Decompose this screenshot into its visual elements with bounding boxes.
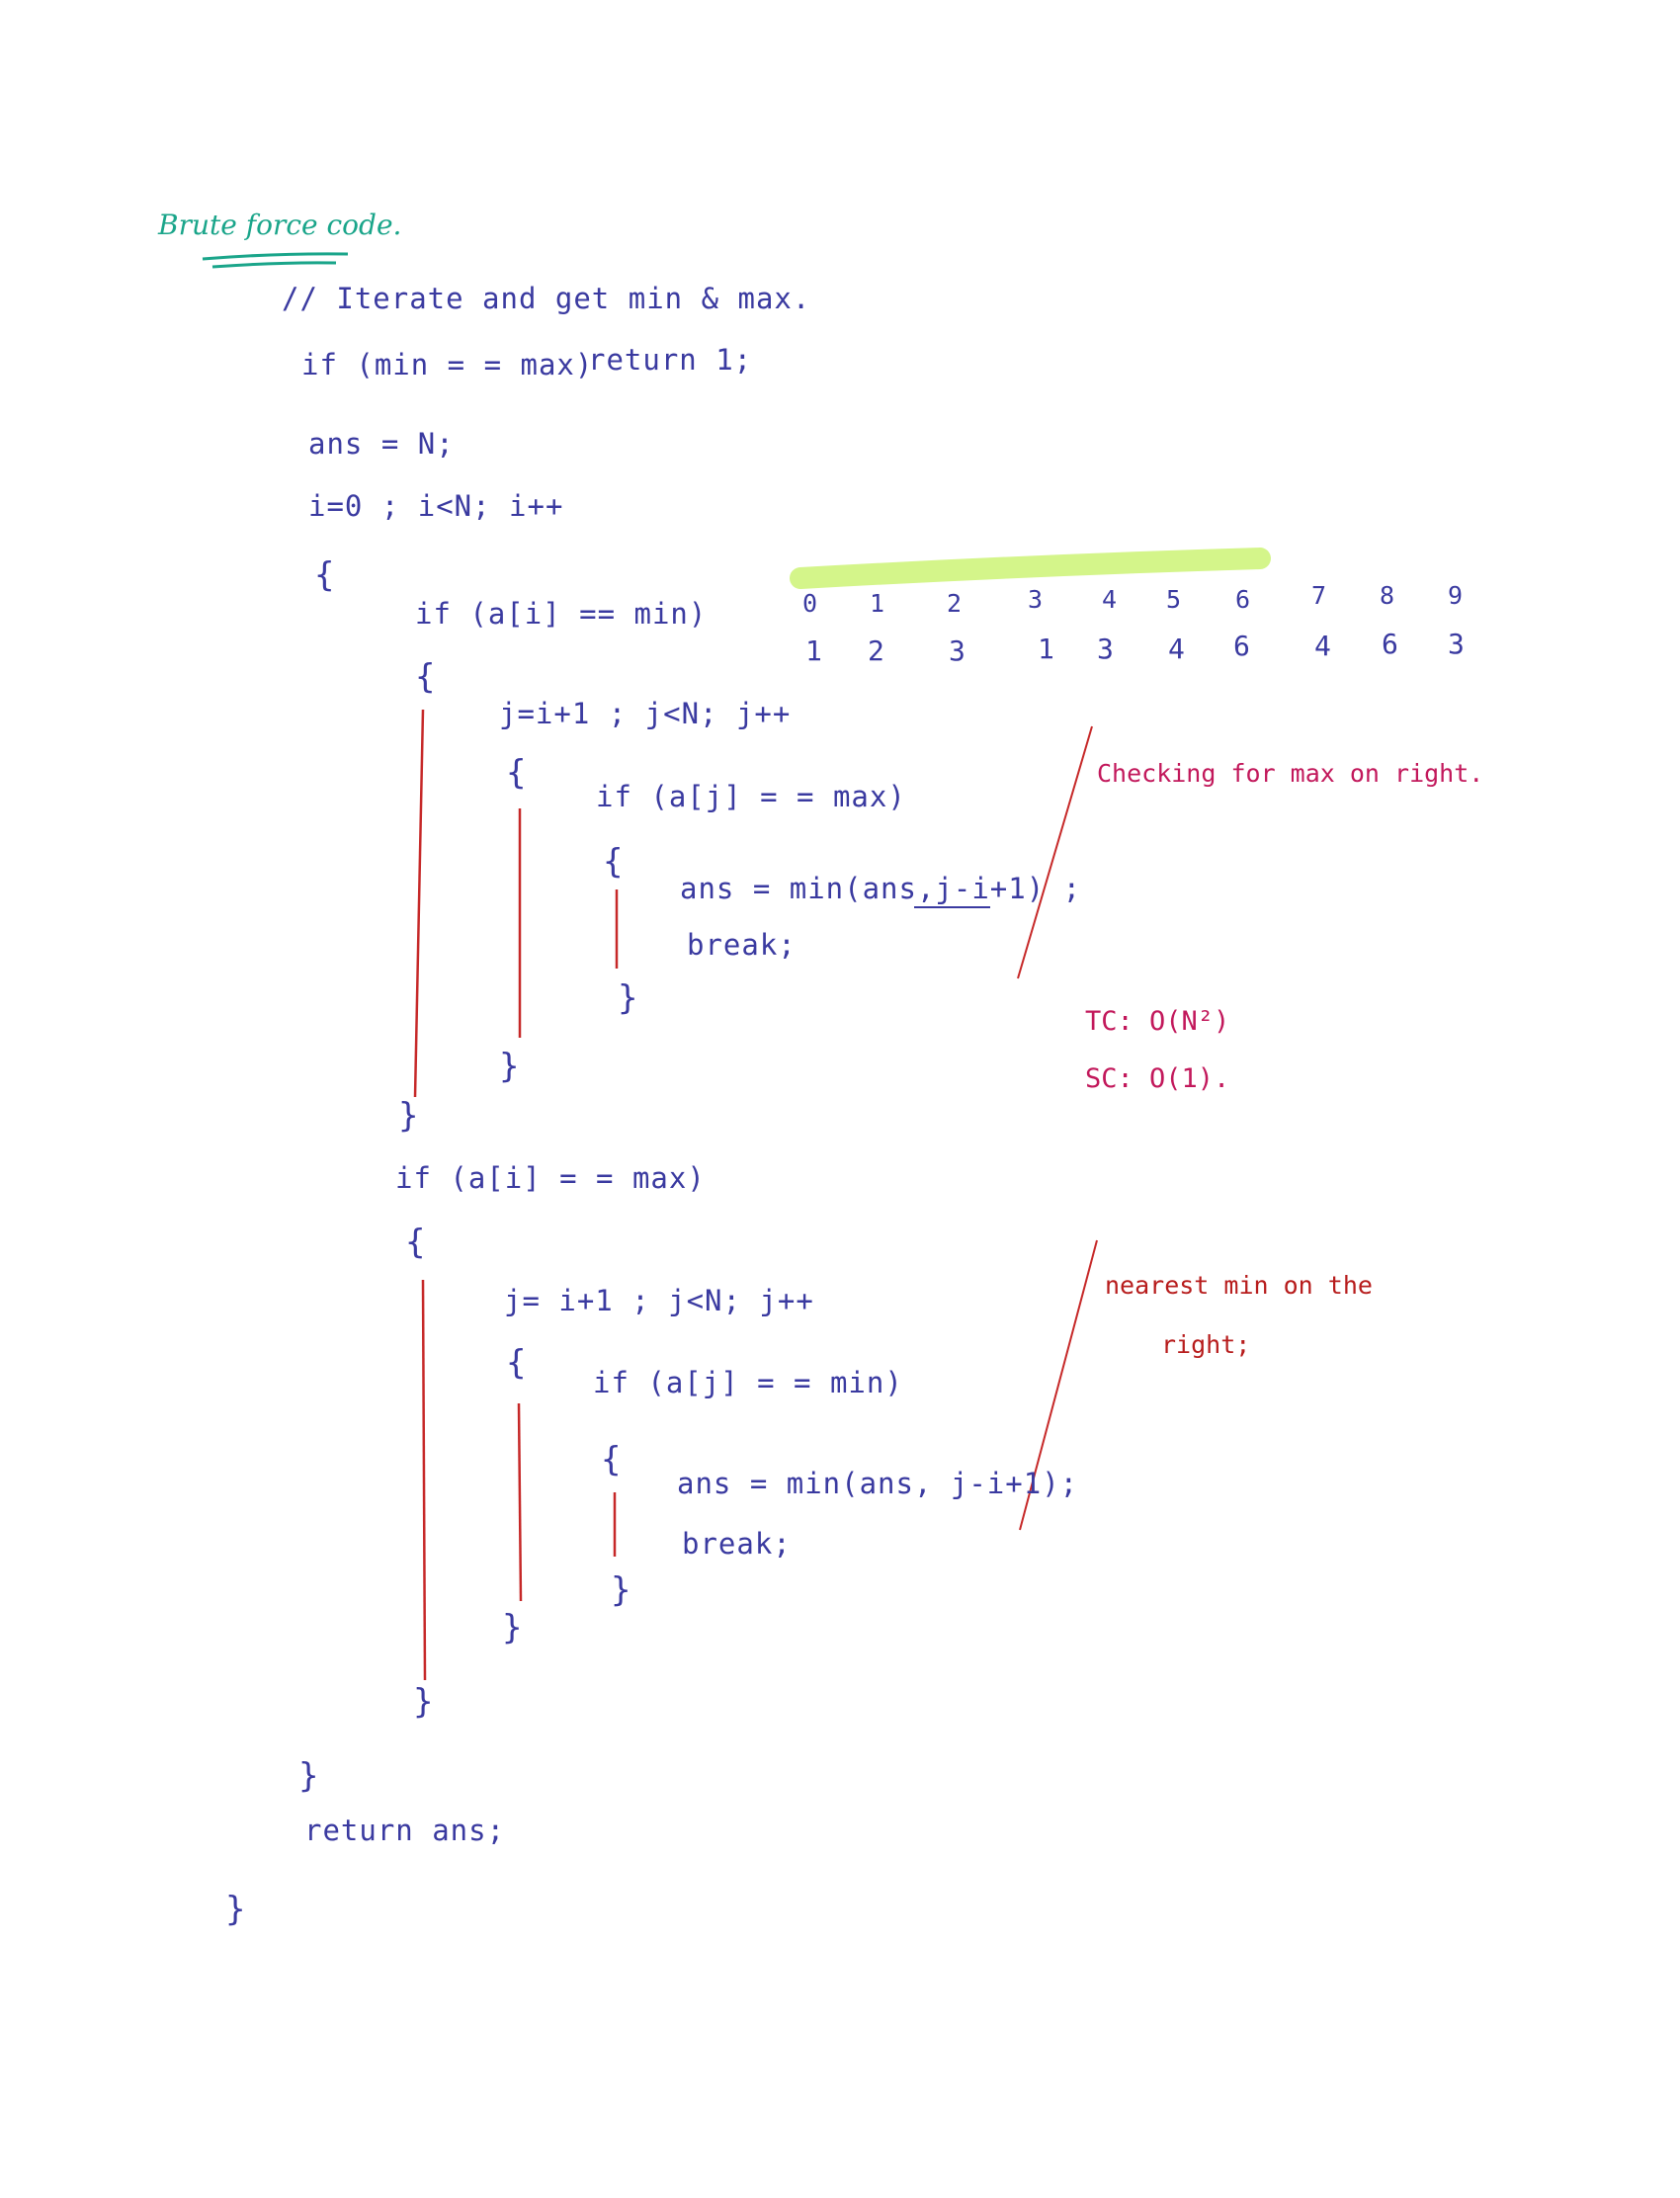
- array-value: 6: [1233, 630, 1250, 662]
- array-index: 8: [1380, 581, 1395, 610]
- heading-underline: [202, 252, 349, 269]
- array-value: 3: [1448, 628, 1465, 660]
- array-index: 2: [947, 589, 963, 618]
- array-value: 2: [868, 634, 884, 667]
- array-highlight: [790, 548, 1271, 589]
- block-line-outer-1: [413, 709, 425, 1098]
- note-min-on-right-line1: nearest min on the: [1105, 1271, 1373, 1300]
- code-open-if-1: {: [603, 842, 624, 882]
- array-index: 0: [802, 589, 818, 618]
- note-space-complexity: SC: O(1).: [1085, 1063, 1230, 1094]
- code-if-min-equals-max: if (min = = max): [301, 348, 594, 381]
- code-break-2: break;: [682, 1527, 792, 1561]
- array-index: 5: [1166, 585, 1182, 614]
- array-index: 4: [1102, 585, 1118, 614]
- code-ans-update-1: ans = min(ans,j-i+1) ;: [680, 872, 1082, 905]
- code-ans-update-2: ans = min(ans, j-i+1);: [677, 1467, 1079, 1500]
- note-min-on-right-line2: right;: [1161, 1330, 1251, 1359]
- code-break-1: break;: [687, 928, 797, 962]
- code-return-ans: return ans;: [304, 1814, 506, 1847]
- code-ans-init: ans = N;: [308, 427, 455, 461]
- code-if-ai-max: if (a[i] = = max): [395, 1161, 706, 1195]
- code-inner-loop-2: j= i+1 ; j<N; j++: [504, 1284, 814, 1317]
- note-max-on-right: Checking for max on right.: [1097, 759, 1484, 788]
- code-if-ai-min: if (a[i] == min): [415, 597, 708, 631]
- code-close-block-1: }: [398, 1096, 419, 1136]
- code-if-aj-min: if (a[j] = = min): [593, 1366, 903, 1399]
- code-close-if-1: }: [618, 978, 638, 1018]
- code-inner-loop-1: j=i+1 ; j<N; j++: [499, 697, 792, 730]
- code-return-1: return 1;: [588, 343, 753, 377]
- code-open-block-2: {: [405, 1223, 426, 1262]
- array-value: 3: [949, 634, 966, 667]
- code-close-loop-1: }: [499, 1047, 520, 1086]
- array-index: 9: [1448, 581, 1464, 610]
- array-value: 3: [1097, 633, 1114, 665]
- heading: Brute force code.: [158, 209, 402, 241]
- code-close-outer: }: [298, 1756, 319, 1796]
- code-open-outer: {: [314, 555, 335, 595]
- array-value: 6: [1382, 628, 1398, 660]
- array-value: 4: [1314, 630, 1331, 662]
- array-index: 3: [1028, 585, 1044, 614]
- code-close-if-2: }: [611, 1570, 631, 1610]
- code-close-loop-2: }: [502, 1608, 523, 1648]
- code-comment: // Iterate and get min & max.: [282, 282, 811, 315]
- array-value: 1: [1038, 633, 1054, 665]
- note-time-complexity: TC: O(N²): [1085, 1006, 1230, 1037]
- array-index: 6: [1235, 585, 1251, 614]
- code-close-function: }: [225, 1890, 246, 1929]
- code-close-block-2: }: [413, 1682, 434, 1722]
- array-value: 4: [1168, 633, 1185, 665]
- block-line-outer-2: [421, 1279, 427, 1681]
- code-open-if-2: {: [601, 1440, 622, 1479]
- code-outer-loop: i=0 ; i<N; i++: [308, 489, 564, 523]
- block-line-loop-2: [517, 1402, 523, 1602]
- code-if-aj-max: if (a[j] = = max): [596, 780, 906, 813]
- code-open-block-1: {: [415, 657, 436, 697]
- code-open-loop-2: {: [506, 1343, 527, 1383]
- array-index: 1: [870, 589, 885, 618]
- array-index: 7: [1311, 581, 1327, 610]
- divider-slash-1: [1017, 725, 1093, 979]
- array-value: 1: [805, 634, 822, 667]
- code-open-loop-1: {: [506, 753, 527, 793]
